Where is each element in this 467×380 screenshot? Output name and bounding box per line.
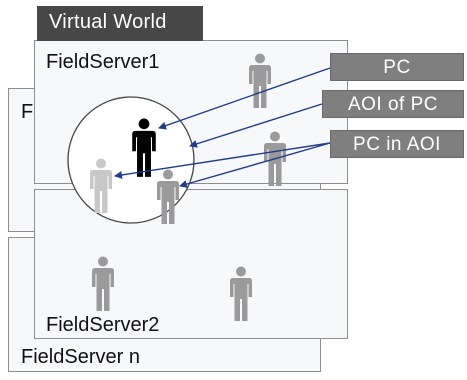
fieldserver2-panel: FieldServer2	[34, 189, 348, 339]
fieldserver2-label: FieldServer2	[46, 314, 160, 336]
pc-arrow	[158, 67, 331, 130]
aoi-circle	[67, 96, 195, 224]
pc-in-aoi-arrow-2	[179, 142, 331, 188]
person-icon	[249, 53, 271, 108]
fieldserver-stacked-label: Fi	[21, 101, 38, 123]
fieldserver1-label: FieldServer1	[46, 51, 160, 73]
pc-in-aoi-arrow-1	[114, 142, 331, 179]
person-icon	[92, 256, 114, 311]
aoi-arrow	[189, 103, 323, 148]
aoi-of-pc-callout: AOI of PC	[322, 90, 464, 118]
fieldserver-n-label: FieldServer n	[21, 346, 140, 368]
pc-callout: PC	[330, 53, 464, 81]
person-icon	[230, 266, 252, 321]
pc-in-aoi-callout: PC in AOI	[330, 130, 464, 158]
virtual-world-title: Virtual World	[37, 6, 203, 41]
